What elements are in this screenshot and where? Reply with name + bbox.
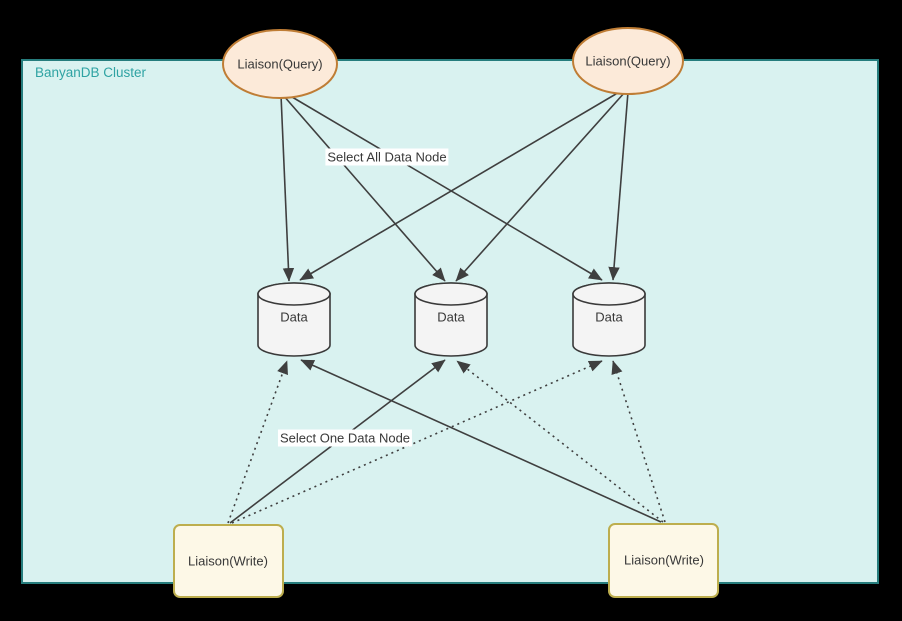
write-node-right xyxy=(608,523,719,598)
cylinder-top xyxy=(257,282,331,306)
cluster-label: BanyanDB Cluster xyxy=(35,65,147,80)
edge-write1-data0 xyxy=(300,359,662,523)
edge-query1-data0 xyxy=(299,90,622,281)
cylinder-top xyxy=(572,282,646,306)
query-node-right-label: Liaison(Query) xyxy=(585,53,671,69)
data-node-right-label: Data xyxy=(595,309,623,325)
write-node-right-label: Liaison(Write) xyxy=(624,552,704,568)
write-edges-label: Select One Data Node xyxy=(277,429,413,447)
data-node-middle xyxy=(414,282,488,357)
edge-query0-data1 xyxy=(282,94,446,282)
edge-write0-data2 xyxy=(231,360,603,524)
edge-query0-data2 xyxy=(286,93,603,281)
data-node-left-label: Data xyxy=(280,309,308,325)
data-node-middle-label: Data xyxy=(437,309,465,325)
edge-query1-data2 xyxy=(608,91,629,281)
cylinder-top xyxy=(414,282,488,306)
query-edges xyxy=(280,90,629,282)
edge-query0-data0 xyxy=(280,94,295,282)
edge-write1-data1 xyxy=(456,360,664,523)
query-node-right xyxy=(572,27,684,95)
write-node-left xyxy=(173,524,284,598)
query-node-left-label: Liaison(Query) xyxy=(237,56,323,72)
data-node-left xyxy=(257,282,331,357)
query-node-left xyxy=(222,29,338,99)
edge-query1-data1 xyxy=(455,91,626,282)
write-node-left-label: Liaison(Write) xyxy=(188,553,268,569)
query-edges-label: Select All Data Node xyxy=(325,148,449,166)
edge-write1-data2 xyxy=(611,360,666,523)
data-node-right xyxy=(572,282,646,357)
write-edges xyxy=(227,359,666,524)
